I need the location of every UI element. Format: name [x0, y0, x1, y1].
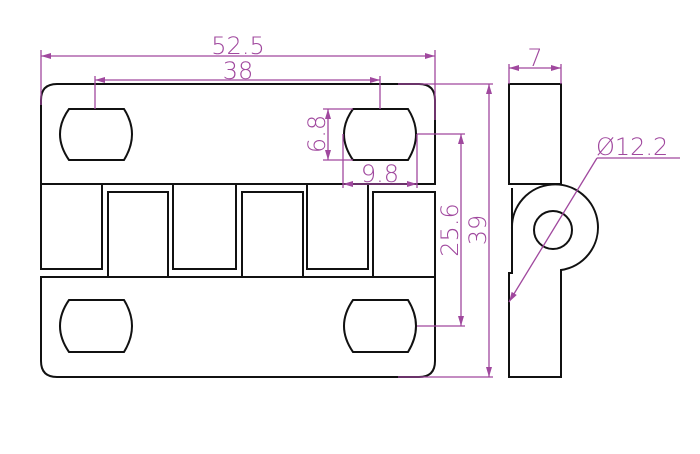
dim-label: 25.6: [436, 203, 464, 256]
dimension-slot-height: 6.8: [303, 108, 353, 161]
dim-label: 6.8: [303, 115, 331, 153]
dimension-slot-width: 9.8: [342, 134, 418, 188]
dimension-knuckle-diameter: Ø12.2: [508, 133, 680, 303]
knuckles: [40, 183, 436, 278]
slot-bottom-left: [59, 299, 133, 353]
knuckle: [306, 183, 369, 270]
dim-label: 38: [223, 57, 254, 85]
bottom-leaf: [40, 276, 436, 378]
knuckle: [40, 183, 103, 270]
dim-label: 39: [464, 215, 492, 246]
mounting-slots: [59, 108, 417, 353]
side-view: [508, 83, 599, 378]
knuckle: [241, 191, 304, 278]
dimension-overall-height: 39: [398, 83, 493, 378]
dim-label: Ø12.2: [596, 133, 668, 161]
dimension-hole-vertical-spacing: 25.6: [417, 133, 465, 327]
slot-top-left: [59, 108, 133, 161]
dimension-thickness: 7: [508, 44, 562, 84]
knuckle: [107, 191, 169, 278]
front-view: [40, 83, 436, 378]
dim-label: 7: [527, 44, 542, 72]
pin-hole: [533, 210, 573, 250]
knuckle: [172, 183, 237, 270]
slot-top-right: [343, 108, 417, 161]
dimension-hole-spacing: 38: [94, 57, 381, 109]
dim-label: 52.5: [211, 32, 264, 60]
side-knuckle: [508, 183, 599, 378]
side-top-leaf: [508, 83, 562, 185]
dimension-overall-width: 52.5: [40, 32, 436, 120]
knuckle: [372, 191, 436, 278]
dim-label: 9.8: [361, 160, 399, 188]
slot-bottom-right: [343, 299, 417, 353]
